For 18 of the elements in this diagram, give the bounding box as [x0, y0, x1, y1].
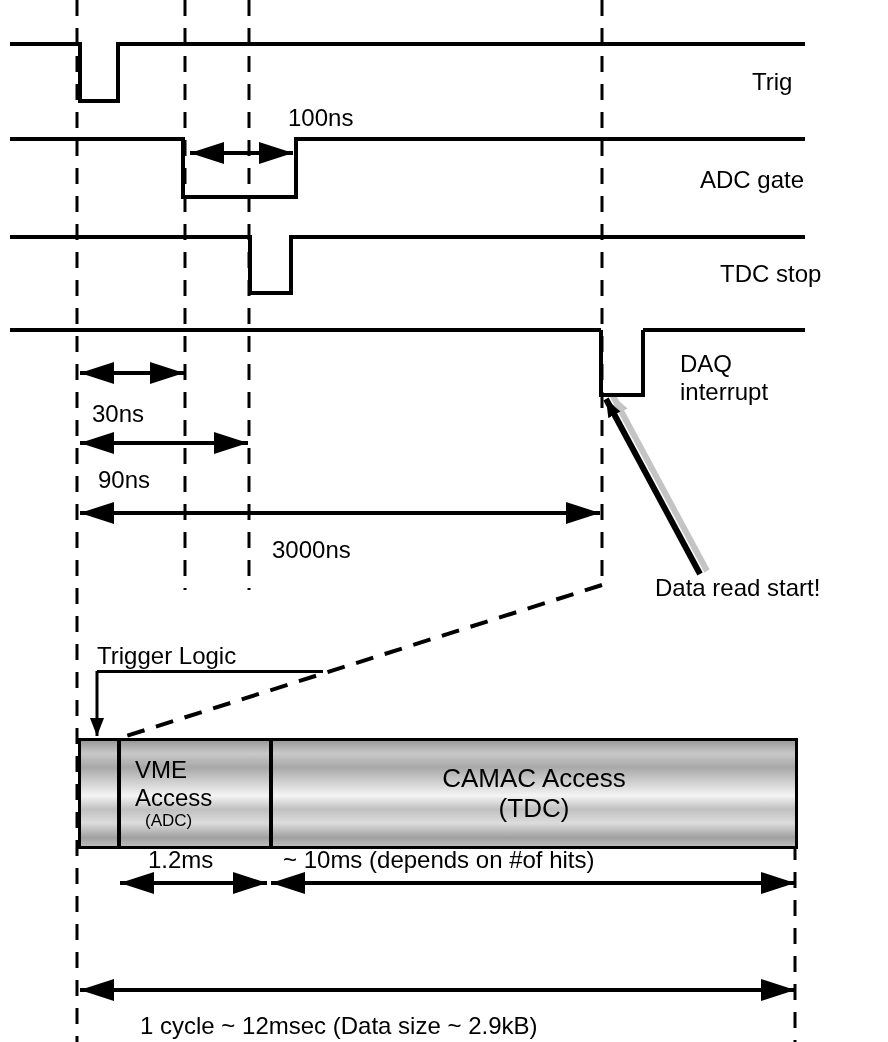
segment-label: VME Access	[135, 756, 214, 812]
signal-label: ADC gate	[700, 166, 805, 194]
signal-label: TDC stop	[720, 260, 822, 288]
dimension-label: 1 cycle ~ 12msec (Data size ~ 2.9kB)	[140, 1012, 538, 1040]
signal-label: DAQ interrupt	[680, 350, 770, 406]
signal-label: 100ns	[288, 104, 354, 132]
dimension-label: 1.2ms	[148, 846, 214, 874]
signal-label: Trig	[752, 68, 793, 96]
dimension-label: ~ 10ms (depends on #of hits)	[283, 846, 595, 874]
readout-bar	[78, 738, 798, 849]
dimension-label: 3000ns	[272, 536, 351, 564]
callout-text: Data read start!	[655, 574, 887, 602]
interrupt-pulse	[599, 330, 645, 397]
sub-label: (ADC)	[144, 811, 193, 831]
dimension-label: 30ns	[92, 400, 145, 428]
dimension-label: 90ns	[98, 466, 151, 494]
segment-label: CAMAC Access (TDC)	[441, 763, 627, 824]
trigger-logic-label: Trigger Logic	[97, 642, 323, 673]
